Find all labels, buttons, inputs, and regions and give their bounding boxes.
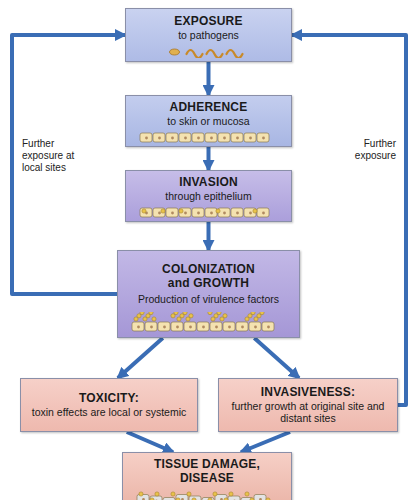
cell-illustration xyxy=(123,488,291,500)
edge-label: Further exposure at local sites xyxy=(22,138,88,174)
box-text: to skin or mucosa xyxy=(132,115,285,127)
outcome-box: TOXICITY:toxin effects are local or syst… xyxy=(20,378,198,432)
flow-arrow xyxy=(254,338,299,378)
flow-arrow xyxy=(292,35,406,405)
box-text: through epithelium xyxy=(132,190,285,202)
box-text: further growth at original site and dist… xyxy=(225,400,391,424)
outcome-box: TISSUE DAMAGE, DISEASE xyxy=(122,452,292,500)
box-text: Production of virulence factors xyxy=(124,293,293,305)
box-heading: EXPOSURE xyxy=(132,15,285,29)
box-text: to pathogens xyxy=(132,29,285,41)
box-heading: COLONIZATION and GROWTH xyxy=(161,263,257,291)
flow-arrow xyxy=(12,35,125,294)
flow-arrow xyxy=(207,222,211,250)
process-box: INVASIONthrough epithelium xyxy=(125,170,292,222)
cell-illustration xyxy=(118,312,299,334)
box-heading: ADHERENCE xyxy=(132,101,285,115)
edge-label: Further exposure xyxy=(326,138,396,162)
box-heading: TOXICITY: xyxy=(27,392,191,406)
box-heading: INVASION xyxy=(132,176,285,190)
cell-illustration xyxy=(126,129,291,143)
process-box: COLONIZATION and GROWTH Production of vir… xyxy=(117,250,300,338)
flow-arrow xyxy=(207,62,211,95)
outcome-box: INVASIVENESS:further growth at original … xyxy=(218,378,398,432)
process-box: EXPOSUREto pathogens xyxy=(125,8,292,62)
flow-arrow xyxy=(127,432,173,452)
cell-illustration xyxy=(126,44,291,58)
flow-arrow xyxy=(241,432,290,452)
box-text: toxin effects are local or systemic xyxy=(27,406,191,418)
flow-arrow xyxy=(207,147,211,170)
cell-illustration xyxy=(126,204,291,218)
flow-arrow xyxy=(118,338,163,378)
box-heading: TISSUE DAMAGE, DISEASE xyxy=(129,458,285,486)
box-heading: INVASIVENESS: xyxy=(225,386,391,400)
process-box: ADHERENCEto skin or mucosa xyxy=(125,95,292,147)
